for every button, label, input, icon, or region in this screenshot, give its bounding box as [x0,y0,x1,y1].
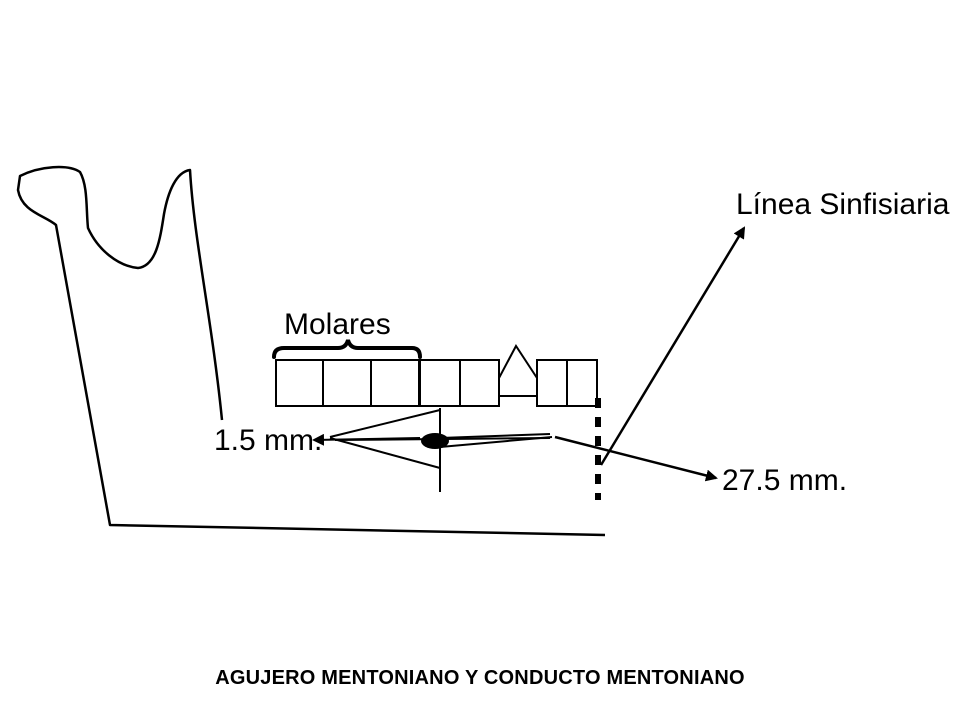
tooth-incisor-2 [566,359,598,407]
molares-brace [272,339,422,359]
label-molares: Molares [284,308,391,341]
label-1-5mm: 1.5 mm. [214,424,322,457]
mental-foramen [421,433,449,449]
tooth-molar-1 [275,359,324,407]
figure-caption: AGUJERO MENTONIANO Y CONDUCTO MENTONIANO [215,667,745,689]
label-27-5mm: 27.5 mm. [722,464,847,497]
tooth-incisor-1 [536,359,568,407]
arrow-27-5mm [554,435,718,482]
teeth-row [275,344,598,407]
tooth-premolar-2 [459,359,500,407]
label-linea-sinfisiaria: Línea Sinfisiaria [736,188,950,221]
arrow-linea-sinfisiaria [599,226,746,466]
tooth-molar-2 [322,359,372,407]
tooth-canine [498,344,538,397]
mandible-outline [16,165,606,537]
tooth-molar-3 [370,359,420,407]
tooth-premolar-1 [419,359,461,407]
arrow-1-5mm [312,433,421,446]
